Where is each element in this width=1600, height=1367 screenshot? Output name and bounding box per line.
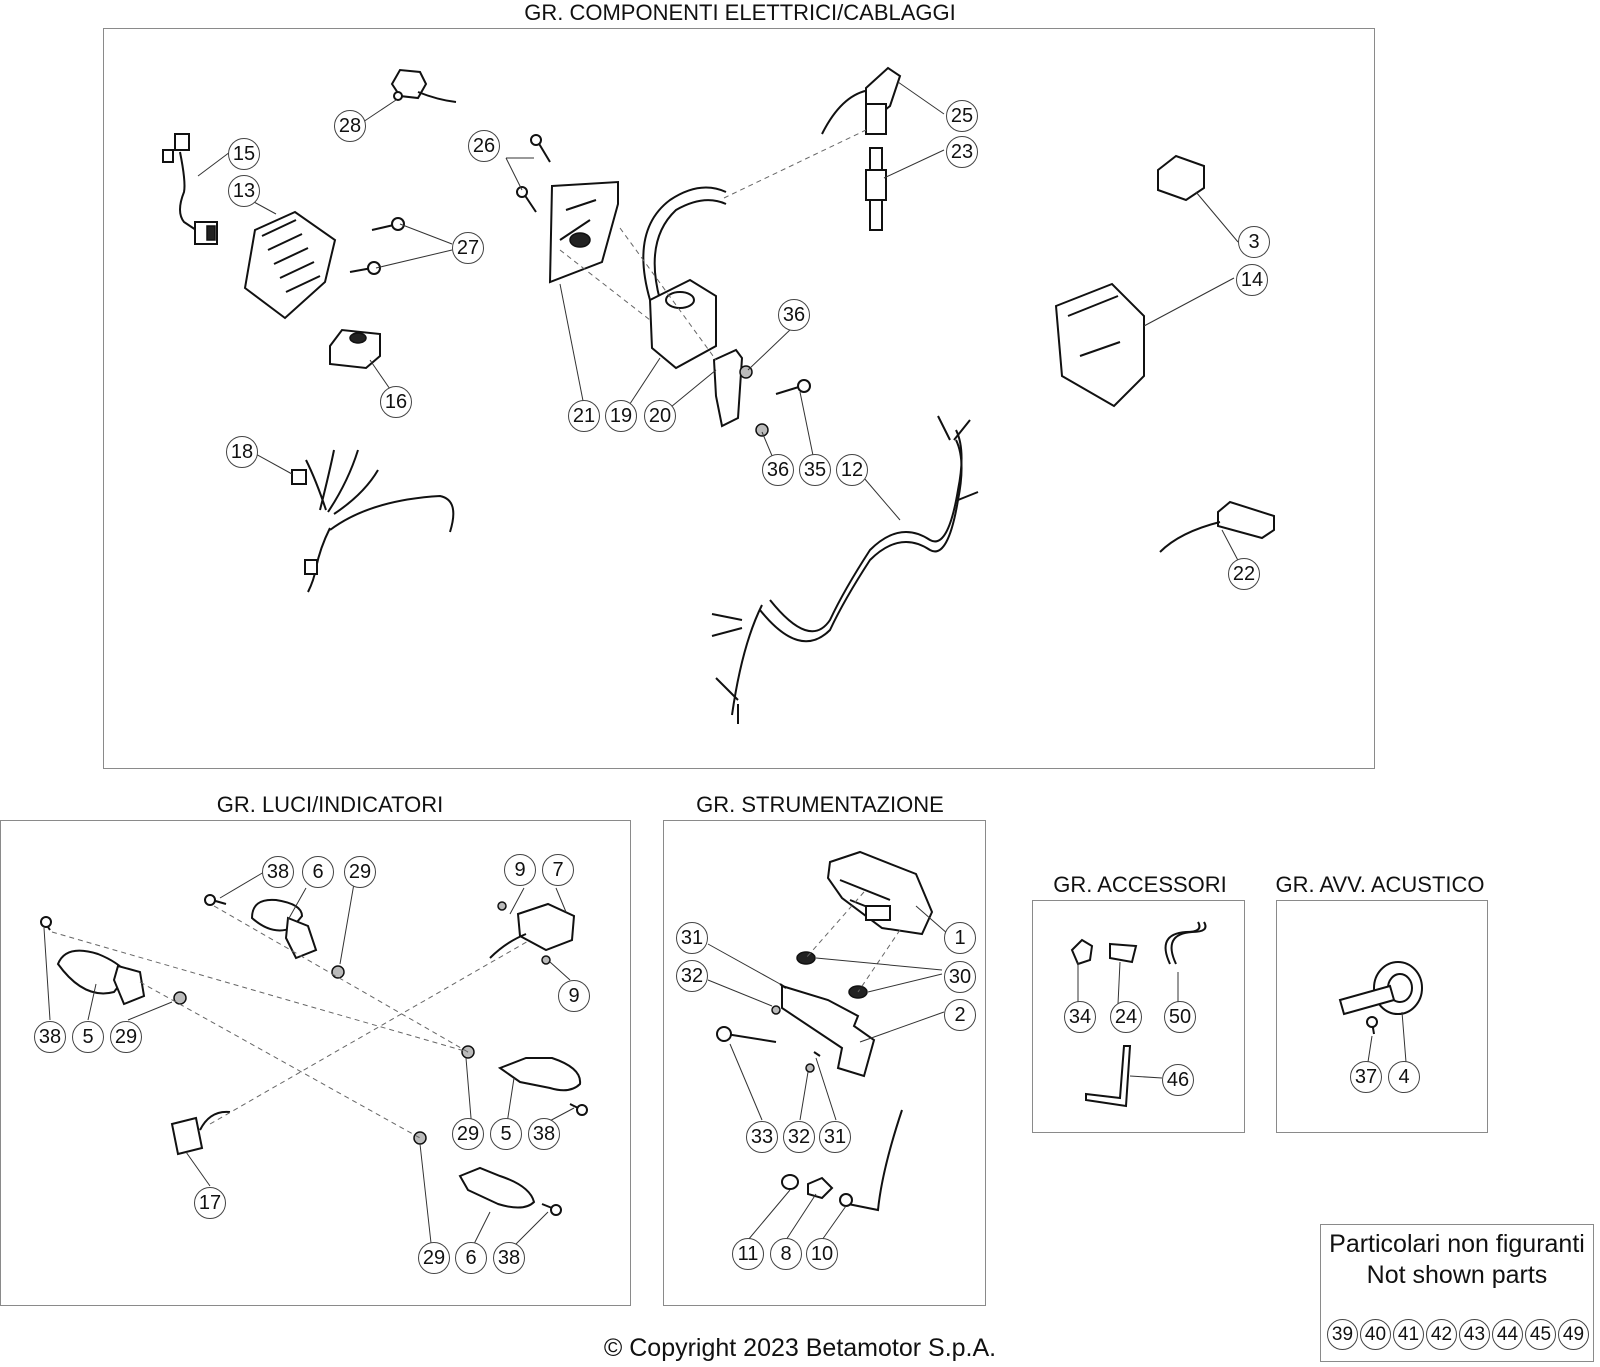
not-shown-part-39[interactable]: 39 [1327,1319,1358,1350]
callout-29-lights-c[interactable]: 29 [452,1118,484,1150]
callout-26[interactable]: 26 [468,130,500,162]
callout-5-lights-a[interactable]: 5 [72,1021,104,1053]
callout-31-instr-a[interactable]: 31 [676,922,708,954]
callout-10[interactable]: 10 [806,1238,838,1270]
callout-6-lights-b[interactable]: 6 [455,1242,487,1274]
callout-23[interactable]: 23 [946,136,978,168]
callout-5-lights-b[interactable]: 5 [490,1118,522,1150]
callout-35[interactable]: 35 [799,454,831,486]
callout-32-instr-b[interactable]: 32 [783,1121,815,1153]
panel-electrical [103,28,1375,769]
callout-11[interactable]: 11 [732,1238,764,1270]
group-title-lights: GR. LUCI/INDICATORI [216,792,444,817]
not-shown-title-it: Particolari non figuranti [1329,1230,1585,1258]
callout-12[interactable]: 12 [836,454,868,486]
group-title-accessories: GR. ACCESSORI [1053,872,1227,897]
callout-28[interactable]: 28 [334,110,366,142]
callout-46[interactable]: 46 [1162,1064,1194,1096]
callout-29-lights-d[interactable]: 29 [418,1242,450,1274]
callout-9-lights-b[interactable]: 9 [558,980,590,1012]
not-shown-part-42[interactable]: 42 [1426,1319,1457,1350]
not-shown-part-43[interactable]: 43 [1459,1319,1490,1350]
group-title-horn: GR. AVV. ACUSTICO [1275,872,1485,897]
callout-32-instr-a[interactable]: 32 [676,960,708,992]
callout-2[interactable]: 2 [944,999,976,1031]
callout-38-lights-d[interactable]: 38 [493,1242,525,1274]
callout-13[interactable]: 13 [228,175,260,207]
callout-29-lights-a[interactable]: 29 [344,856,376,888]
callout-24[interactable]: 24 [1110,1001,1142,1033]
not-shown-part-45[interactable]: 45 [1525,1319,1556,1350]
callout-17[interactable]: 17 [194,1187,226,1219]
callout-25[interactable]: 25 [946,100,978,132]
not-shown-part-44[interactable]: 44 [1492,1319,1523,1350]
not-shown-part-41[interactable]: 41 [1393,1319,1424,1350]
copyright-notice: © Copyright 2023 Betamotor S.p.A. [603,1334,997,1362]
callout-14[interactable]: 14 [1236,264,1268,296]
callout-50[interactable]: 50 [1164,1001,1196,1033]
not-shown-parts-box: Particolari non figuranti Not shown part… [1320,1224,1594,1362]
callout-1[interactable]: 1 [944,922,976,954]
callout-9-lights-a[interactable]: 9 [504,854,536,886]
callout-31-instr-b[interactable]: 31 [819,1121,851,1153]
callout-38-lights-c[interactable]: 38 [528,1118,560,1150]
callout-38-lights-a[interactable]: 38 [262,856,294,888]
callout-4[interactable]: 4 [1388,1061,1420,1093]
callout-33[interactable]: 33 [746,1121,778,1153]
panel-instruments [663,820,986,1306]
not-shown-parts-list: 39 40 41 42 43 44 45 49 [1327,1319,1591,1350]
callout-22[interactable]: 22 [1228,558,1260,590]
callout-7[interactable]: 7 [542,854,574,886]
callout-36-top[interactable]: 36 [778,299,810,331]
callout-30[interactable]: 30 [944,961,976,993]
callout-18[interactable]: 18 [226,436,258,468]
group-title-instruments: GR. STRUMENTAZIONE [696,792,944,817]
panel-lights [0,820,631,1306]
callout-36-bottom[interactable]: 36 [762,454,794,486]
panel-horn [1276,900,1488,1133]
callout-19[interactable]: 19 [605,400,637,432]
group-title-electrical: GR. COMPONENTI ELETTRICI/CABLAGGI [524,0,956,25]
not-shown-title-en: Not shown parts [1366,1261,1548,1289]
callout-27[interactable]: 27 [452,232,484,264]
callout-6-lights-a[interactable]: 6 [302,856,334,888]
not-shown-part-40[interactable]: 40 [1360,1319,1391,1350]
callout-38-lights-b[interactable]: 38 [34,1021,66,1053]
callout-8[interactable]: 8 [770,1238,802,1270]
callout-37[interactable]: 37 [1350,1061,1382,1093]
callout-20[interactable]: 20 [644,400,676,432]
callout-15[interactable]: 15 [228,138,260,170]
callout-34[interactable]: 34 [1064,1001,1096,1033]
callout-16[interactable]: 16 [380,386,412,418]
not-shown-part-49[interactable]: 49 [1558,1319,1589,1350]
callout-21[interactable]: 21 [568,400,600,432]
callout-3[interactable]: 3 [1238,226,1270,258]
callout-29-lights-b[interactable]: 29 [110,1021,142,1053]
